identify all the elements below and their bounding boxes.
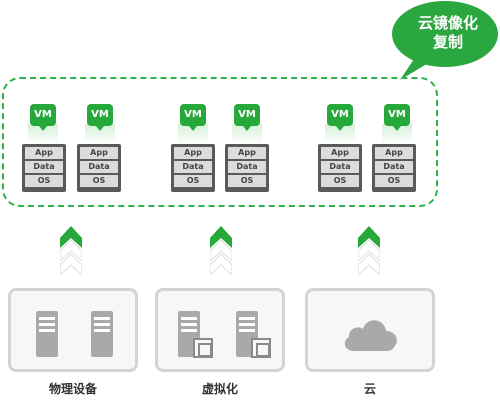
- app-stack: App Data OS: [318, 144, 362, 192]
- data-layer: Data: [80, 161, 118, 173]
- app-layer: App: [25, 147, 63, 159]
- server-icon: [91, 311, 113, 357]
- vm-badge: VM: [30, 104, 56, 131]
- os-layer: OS: [321, 175, 359, 187]
- vm-badge: VM: [384, 104, 410, 131]
- data-layer: Data: [25, 161, 63, 173]
- vm-badge: VM: [180, 104, 206, 131]
- vm-badge: VM: [234, 104, 260, 131]
- cloud-label: 云: [363, 382, 376, 396]
- bubble-title-line1: 云镜像化: [417, 14, 478, 32]
- cloud-host-box: [305, 288, 435, 372]
- app-layer: App: [174, 147, 212, 159]
- vm-badge: VM: [87, 104, 113, 131]
- os-layer: OS: [228, 175, 266, 187]
- vm-glow: [325, 124, 355, 144]
- app-stack: App Data OS: [171, 144, 215, 192]
- data-layer: Data: [174, 161, 212, 173]
- up-arrow-icon: [210, 226, 232, 276]
- speech-bubble: [392, 1, 498, 80]
- data-layer: Data: [375, 161, 413, 173]
- app-stack: App Data OS: [77, 144, 121, 192]
- vm-badge: VM: [327, 104, 353, 131]
- vm-glow: [178, 124, 208, 144]
- os-layer: OS: [375, 175, 413, 187]
- vm-glow: [232, 124, 262, 144]
- app-stack: App Data OS: [22, 144, 66, 192]
- os-layer: OS: [25, 175, 63, 187]
- physical-label: 物理设备: [48, 382, 97, 396]
- app-layer: App: [228, 147, 266, 159]
- data-layer: Data: [321, 161, 359, 173]
- virtual-server-icon: [178, 311, 213, 358]
- os-layer: OS: [80, 175, 118, 187]
- replication-frame: [2, 77, 438, 207]
- vm-glow: [28, 124, 58, 144]
- app-stack: App Data OS: [225, 144, 269, 192]
- bubble-title-line2: 复制: [432, 33, 463, 51]
- os-layer: OS: [174, 175, 212, 187]
- app-layer: App: [80, 147, 118, 159]
- virtual-server-icon: [236, 311, 271, 358]
- app-stack: App Data OS: [372, 144, 416, 192]
- vm-glow: [85, 124, 115, 144]
- cloud-icon: [344, 320, 397, 351]
- physical-host-box: [8, 288, 138, 372]
- up-arrow-icon: [60, 226, 82, 276]
- server-icon: [36, 311, 58, 357]
- app-layer: App: [375, 147, 413, 159]
- up-arrow-icon: [358, 226, 380, 276]
- app-layer: App: [321, 147, 359, 159]
- data-layer: Data: [228, 161, 266, 173]
- vm-glow: [382, 124, 412, 144]
- virtualization-host-box: [155, 288, 285, 372]
- virtualization-label: 虚拟化: [201, 382, 238, 396]
